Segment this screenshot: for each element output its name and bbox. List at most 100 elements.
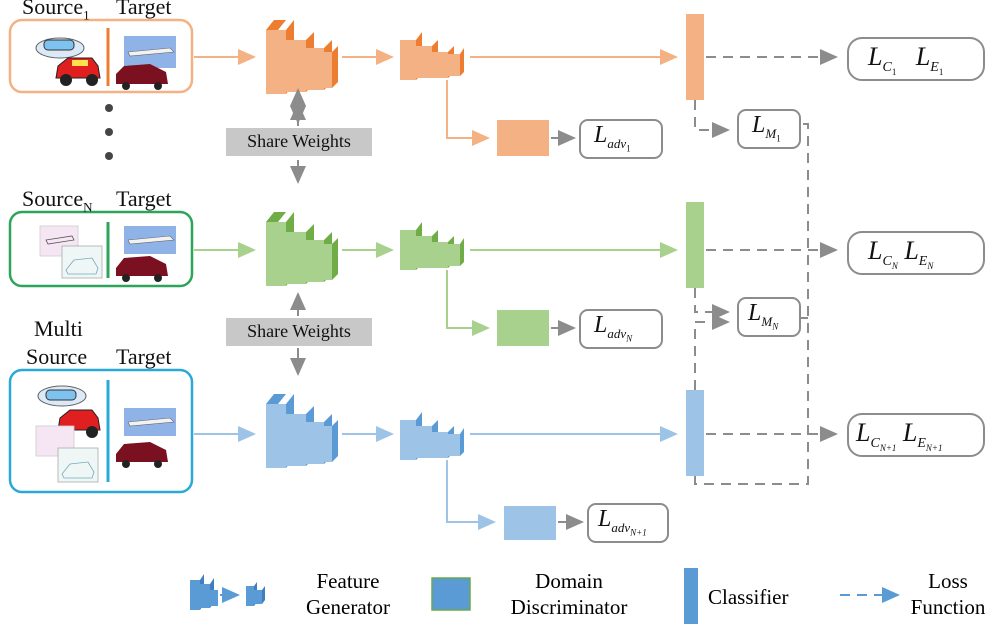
loss-adv-n1-subsub: N+1 <box>630 527 647 538</box>
legend-domain-discriminator-line1: Domain <box>535 569 603 593</box>
ellipsis-dots <box>105 104 113 160</box>
loss-box-adv-n1 <box>587 503 669 543</box>
loss-cn1-subsub: N+1 <box>879 442 897 453</box>
loss-mmd-n-sub: M <box>761 313 773 329</box>
loss-cn1-sub: C <box>870 436 880 452</box>
loss-box-cls-1 <box>847 37 985 81</box>
targetN-photo-images <box>116 226 176 282</box>
feature-generator-n1 <box>266 394 338 468</box>
loss-cn1-main: L <box>856 418 871 447</box>
loss-c1-main: L <box>868 42 883 71</box>
loss-adv-n1-sub: adv <box>611 519 631 535</box>
loss-en-sub: E <box>918 254 928 270</box>
loss-boxes <box>579 37 985 543</box>
legend-classifier-label: Classifier <box>708 585 789 609</box>
legend-domain-discriminator-label: Domain Discriminator <box>484 568 654 620</box>
domain-discriminator-1 <box>497 120 549 156</box>
loss-mmd-1-main: L <box>752 112 766 138</box>
loss-adv-1-sub: adv <box>607 135 627 151</box>
source1-label-text: Source <box>22 0 84 19</box>
multisource-target-label: Target <box>116 344 172 369</box>
loss-en1-sub: E <box>917 436 926 452</box>
loss-mmd-n-subsub: N <box>772 321 779 332</box>
loss-c1-sub: C <box>882 60 892 76</box>
loss-box-cls-n1 <box>847 413 985 457</box>
share-weights-label-1: Share Weights <box>247 131 351 151</box>
loss-mmd-1-subsub: 1 <box>776 133 781 144</box>
legend-feature-generator-icon <box>190 574 265 610</box>
loss-connectors <box>694 49 838 485</box>
loss-e1-main: L <box>915 42 931 71</box>
multisource-mixed-images <box>35 385 101 483</box>
classifier-n <box>686 202 704 288</box>
legend-loss-function-label: Loss Function <box>900 568 996 620</box>
loss-box-mmd-1 <box>737 109 801 149</box>
loss-mmd-1: LM1 <box>752 112 781 143</box>
sourceN-label-sub: N <box>83 199 93 215</box>
loss-cls-1: LC1 LE1 <box>868 42 943 77</box>
source1-label-sub: 1 <box>83 7 90 23</box>
target1-photo-images <box>116 36 176 90</box>
loss-en-subsub: N <box>927 260 934 271</box>
loss-e1-subsub: 1 <box>938 66 944 77</box>
multisource-label-line2: Source <box>26 344 88 369</box>
legend-feature-generator-line2: Generator <box>306 595 390 619</box>
feature-generator-n <box>266 212 338 286</box>
domain-discriminator-n <box>497 310 549 346</box>
loss-cn-main: L <box>868 236 883 265</box>
multisource-label-line1: Multi <box>34 316 83 341</box>
sourceN-sketch-images <box>39 225 103 279</box>
loss-en1-main: L <box>902 418 918 447</box>
branch-n1 <box>8 368 704 540</box>
branch-n <box>8 202 704 346</box>
legend-classifier-swatch <box>684 568 698 624</box>
loss-adv-n-subsub: N <box>626 333 633 344</box>
loss-cn-subsub: N <box>891 260 898 271</box>
loss-en-main: L <box>904 236 919 265</box>
loss-adv-1: Ladv1 <box>594 122 631 153</box>
loss-cls-n1: LCN+1 LEN+1 <box>856 418 943 453</box>
loss-adv-1-main: L <box>594 122 608 148</box>
loss-box-adv-n <box>579 309 663 349</box>
loss-adv-n-sub: adv <box>607 325 627 341</box>
classifier-1 <box>686 14 704 100</box>
loss-box-adv-1 <box>579 119 663 159</box>
loss-adv-n1: LadvN+1 <box>598 506 647 537</box>
loss-en1-subsub: N+1 <box>925 442 943 453</box>
feature-generator-small-n <box>400 222 464 270</box>
loss-cn-sub: C <box>882 254 892 270</box>
legend-domain-discriminator-line2: Discriminator <box>510 595 628 619</box>
legend-domain-discriminator-swatch <box>431 577 471 611</box>
loss-mmd-n-main: L <box>748 300 762 326</box>
feature-generator-1 <box>266 20 338 94</box>
legend-shapes <box>190 568 900 624</box>
target1-label: Target <box>116 0 172 19</box>
share-weights-2 <box>226 292 372 376</box>
loss-adv-n-main: L <box>594 312 608 338</box>
source1-label: Source1 <box>22 0 90 23</box>
loss-mmd-1-sub: M <box>765 125 777 141</box>
loss-adv-1-subsub: 1 <box>626 143 631 154</box>
share-weights-label-2: Share Weights <box>247 321 351 341</box>
loss-mmd-n: LMN <box>748 300 778 331</box>
legend-loss-function-line1: Loss <box>928 569 968 593</box>
sourceN-label-text: Source <box>22 186 84 211</box>
sourceN-label: SourceN <box>22 186 92 215</box>
legend-feature-generator-label: Feature Generator <box>288 568 408 620</box>
feature-generator-small-n1 <box>400 412 464 460</box>
multisource-target-images <box>116 408 176 468</box>
loss-cls-n: LCN LEN <box>868 236 933 271</box>
classifier-n1 <box>686 390 704 476</box>
loss-box-cls-n <box>847 231 985 275</box>
share-weights-1 <box>226 88 372 184</box>
loss-box-mmd-n <box>737 297 801 337</box>
source1-cartoon-images <box>35 37 101 86</box>
branch-1 <box>8 14 704 156</box>
domain-discriminator-n1 <box>504 506 556 540</box>
loss-e1-sub: E <box>930 60 939 76</box>
legend-feature-generator-line1: Feature <box>316 569 380 593</box>
loss-adv-n1-main: L <box>598 506 612 532</box>
feature-generator-small-1 <box>400 32 464 80</box>
targetN-label: Target <box>116 186 172 211</box>
